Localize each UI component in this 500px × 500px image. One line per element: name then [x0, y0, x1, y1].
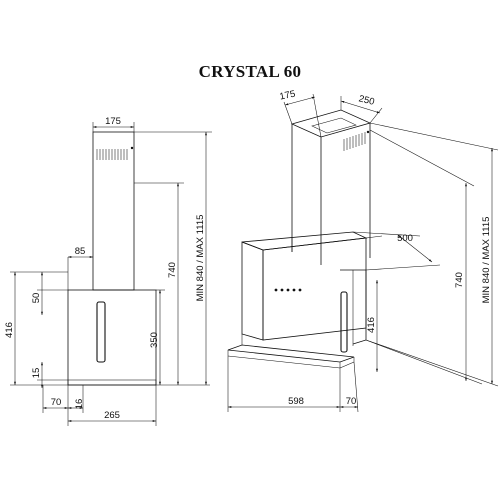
iso-hood-left-side [241, 241, 264, 341]
iso-view: 175 250 500 740 MIN 840 / MAX 1115 [227, 89, 499, 413]
iso-dim-width: 598 [288, 396, 304, 407]
side-dim-chimney-height: 740 [167, 262, 178, 278]
side-dim-left-lower: 15 [31, 368, 42, 379]
iso-hood-front [262, 237, 367, 341]
side-dim-body-height: 350 [149, 332, 160, 348]
iso-dim-bottom-right: 70 [346, 396, 357, 407]
side-dim-total-height: MIN 840 / MAX 1115 [195, 215, 206, 302]
side-view: 175 85 740 MIN 840 / MAX 1115 350 416 [4, 116, 212, 426]
iso-dim-chimney-width: 250 [358, 93, 376, 108]
side-dim-bottom-small: 16 [74, 399, 85, 410]
side-chimney [92, 131, 135, 291]
side-base [67, 379, 157, 386]
side-dim-bottom-left: 70 [51, 397, 62, 408]
side-dim-top-width: 175 [105, 116, 121, 127]
side-handle [96, 301, 106, 363]
iso-control-buttons [274, 288, 302, 292]
iso-dim-depth: 500 [397, 233, 413, 244]
iso-vent-slots [343, 130, 370, 151]
product-title: CRYSTAL 60 [198, 62, 302, 81]
iso-hood-top [241, 231, 368, 251]
iso-dim-chimney-height: 740 [454, 272, 465, 288]
iso-dim-total-height: MIN 840 / MAX 1115 [481, 217, 492, 304]
iso-dim-chimney-depth: 175 [279, 89, 297, 103]
iso-glass-panel [227, 344, 355, 363]
side-hood-body [67, 289, 157, 386]
side-dim-left-total: 416 [4, 322, 15, 338]
iso-dim-body-height: 416 [366, 317, 377, 333]
side-dim-offset: 85 [75, 246, 86, 257]
iso-chimney-top [290, 109, 372, 138]
side-dim-bottom-total: 265 [104, 410, 120, 421]
iso-handle [340, 291, 348, 353]
side-vent-slots [96, 146, 134, 160]
side-dim-left-upper: 50 [31, 293, 42, 304]
